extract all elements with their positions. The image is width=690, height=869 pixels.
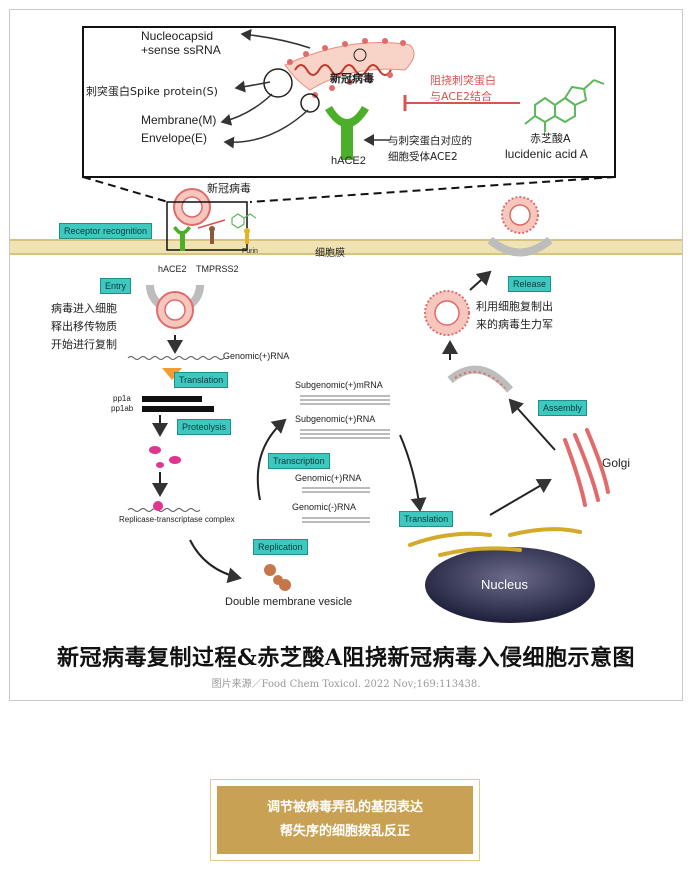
label-entry-3: 开始进行复制 (51, 338, 117, 351)
label-sub-mrna: Subgenomic(+)mRNA (295, 380, 383, 390)
label-furin: Furin (242, 248, 258, 255)
label-pp1a: pp1a (113, 394, 131, 403)
inset-virus (263, 38, 415, 113)
figure-source: 图片来源／Food Chem Toxicol. 2022 Nov;169:113… (211, 679, 481, 690)
label-envelope: Envelope(E) (141, 131, 208, 145)
label-entry-2: 释出移传物质 (51, 320, 117, 333)
label-nucleus: Nucleus (481, 577, 528, 592)
label-replicase: Replicase-transcriptase complex (119, 515, 235, 524)
label-virus: 新冠病毒 (207, 182, 251, 195)
caption-banner-fill: 调节被病毒弄乱的基因表达 帮失序的细胞拨乱反正 (217, 786, 473, 854)
pp1a-bar (142, 396, 202, 402)
label-spike: 刺突蛋白Spike protein(S) (86, 85, 218, 98)
label-membrane-m: Membrane(M) (141, 113, 217, 127)
tag-translation-2: Translation (399, 511, 454, 527)
tag-release: Release (508, 276, 552, 292)
figure-title: 新冠病毒复制过程&赤芝酸A阻挠新冠病毒入侵细胞示意图 (57, 645, 635, 671)
tag-entry: Entry (100, 278, 132, 294)
label-receptor-2: 细胞受体ACE2 (388, 151, 458, 163)
tag-assembly: Assembly (538, 400, 588, 416)
caption-banner: 调节被病毒弄乱的基因表达 帮失序的细胞拨乱反正 (210, 779, 480, 861)
label-golgi: Golgi (602, 456, 631, 470)
diagram-canvas (10, 26, 682, 623)
zoom-region (166, 201, 248, 251)
virus-release (424, 290, 470, 336)
assembly-vesicle (447, 365, 514, 393)
label-hace2: hACE2 (158, 264, 187, 274)
label-inset-virus: 新冠病毒 (330, 72, 374, 85)
zoom-line-right (249, 176, 616, 203)
golgi (563, 428, 610, 507)
label-block-1: 阻挠刺突蛋白 (430, 74, 496, 87)
dmv-vesicles (264, 564, 291, 591)
tag-transcription: Transcription (268, 453, 330, 469)
label-pp1ab: pp1ab (111, 404, 134, 413)
label-sense-rna: +sense ssRNA (141, 43, 221, 57)
cell-membrane (10, 240, 682, 254)
banner-line-1: 调节被病毒弄乱的基因表达 (266, 800, 423, 815)
banner-line-2: 帮失序的细胞拨乱反正 (279, 824, 410, 839)
label-dmv: Double membrane vesicle (225, 596, 353, 608)
nucleus (425, 547, 595, 623)
inset-ace2 (325, 106, 369, 160)
figure-frame: Nucleocapsid +sense ssRNA 刺突蛋白Spike prot… (9, 9, 683, 701)
er (408, 527, 582, 557)
label-release-2: 来的病毒生力军 (476, 318, 553, 331)
label-tmprss2: TMPRSS2 (196, 264, 239, 274)
virus-entry (146, 284, 204, 329)
virus-exit (487, 196, 553, 257)
label-entry-1: 病毒进入细胞 (51, 302, 117, 315)
label-sub-rna: Subgenomic(+)RNA (295, 414, 376, 424)
tag-translation: Translation (174, 372, 229, 388)
label-lucidenic-cn: 赤芝酸A (530, 132, 571, 145)
zoom-line-left (82, 176, 169, 203)
label-genomic-minus: Genomic(-)RNA (292, 502, 357, 512)
label-receptor-1: 与刺突蛋白对应的 (388, 135, 472, 147)
label-block-2: 与ACE2结合 (430, 90, 492, 103)
label-genomic-plus: Genomic(+)RNA (295, 473, 362, 483)
lucidenic-molecule (524, 79, 605, 132)
tag-proteolysis: Proteolysis (177, 419, 232, 435)
label-cell-membrane: 细胞膜 (315, 248, 345, 259)
label-release-1: 利用细胞复制出 (476, 300, 553, 313)
pp1ab-bar (142, 406, 214, 412)
label-genomic-rna: Genomic(+)RNA (223, 351, 290, 361)
tag-receptor-recognition: Receptor recognition (59, 223, 153, 239)
tag-replication: Replication (253, 539, 308, 555)
label-nucleocapsid: Nucleocapsid (141, 29, 214, 43)
label-lucidenic-en: lucidenic acid A (505, 147, 588, 161)
label-inset-hace2: hACE2 (331, 155, 366, 167)
virus-top (173, 188, 211, 226)
